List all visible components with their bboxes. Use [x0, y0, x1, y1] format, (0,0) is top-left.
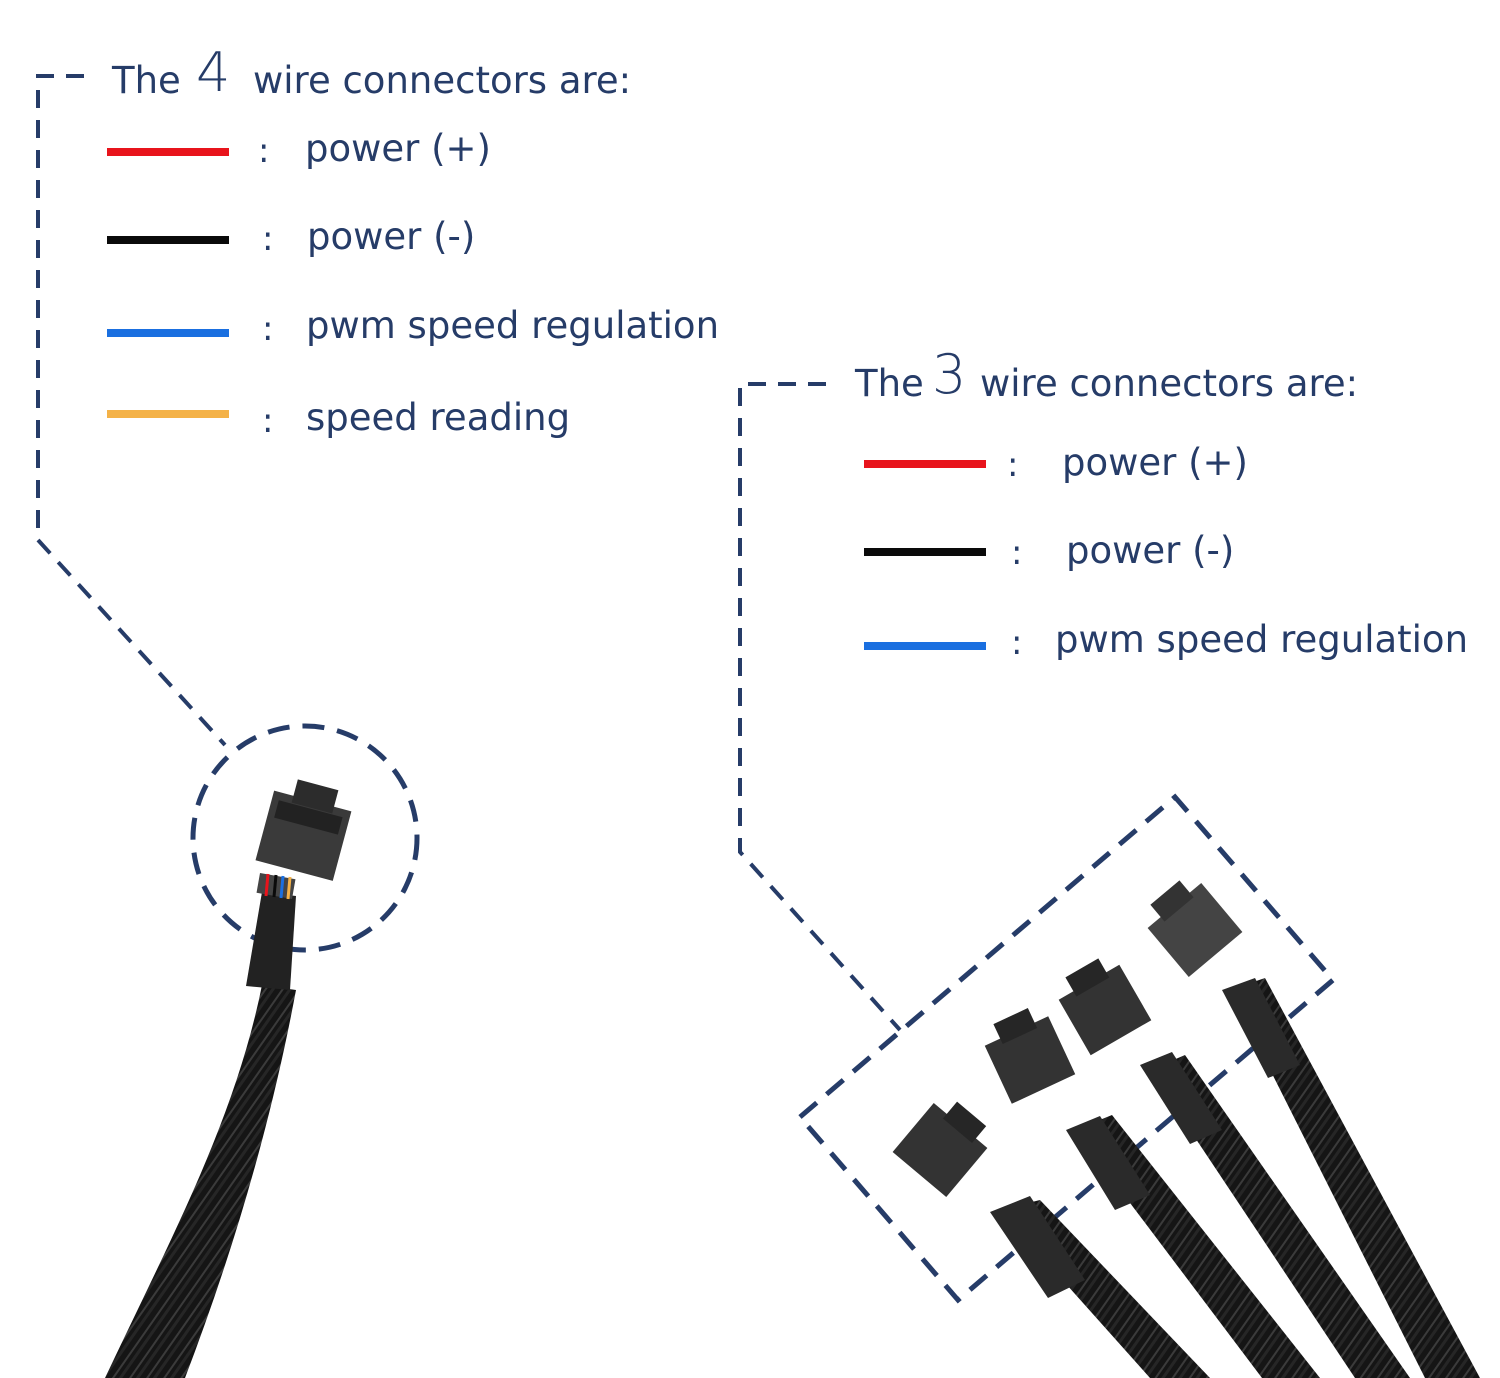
- three-wire-callout-box: [796, 793, 1337, 1304]
- four-wire-title-suffix: wire connectors are:: [253, 59, 632, 102]
- three-wire-callout-line: [738, 382, 902, 1032]
- four-wire-callout-line: [36, 74, 227, 747]
- red-wire-swatch: [107, 148, 229, 156]
- legend-separator: :: [262, 219, 274, 259]
- blue-wire-swatch: [864, 642, 986, 650]
- three-wire-title-suffix: wire connectors are:: [980, 362, 1359, 405]
- black-wire-swatch: [864, 548, 986, 556]
- legend-label-power-plus: power (+): [305, 127, 491, 170]
- legend-separator: :: [1011, 533, 1023, 573]
- legend-separator: :: [1011, 623, 1023, 663]
- three-wire-title-prefix: The: [855, 362, 924, 405]
- legend-separator: :: [1007, 445, 1019, 485]
- yellow-wire-swatch: [107, 410, 229, 418]
- three-wire-connector-2: [984, 1008, 1076, 1104]
- four-wire-connector: [255, 779, 352, 881]
- four-wire-cable: [105, 873, 296, 1378]
- legend-label-power-plus: power (+): [1062, 441, 1248, 484]
- three-wire-connector-3: [1058, 958, 1152, 1056]
- legend-label-power-minus: power (-): [307, 215, 476, 258]
- legend-label-power-minus: power (-): [1066, 529, 1235, 572]
- red-wire-swatch: [864, 460, 986, 468]
- four-wire-callout-circle: [190, 723, 420, 953]
- four-wire-title-prefix: The: [112, 59, 181, 102]
- legend-label-pwm: pwm speed regulation: [306, 304, 720, 347]
- three-wire-connector-1: [892, 1101, 988, 1198]
- legend-separator: :: [262, 401, 274, 441]
- three-wire-connector-4: [1147, 880, 1243, 978]
- legend-label-speed-reading: speed reading: [306, 396, 571, 439]
- three-wire-cables: [990, 978, 1480, 1378]
- three-wire-count: 3: [932, 343, 967, 406]
- four-wire-count: 4: [196, 41, 231, 104]
- blue-wire-swatch: [107, 329, 229, 337]
- legend-separator: :: [262, 309, 274, 349]
- legend-separator: :: [258, 131, 270, 171]
- legend-label-pwm: pwm speed regulation: [1055, 618, 1469, 661]
- black-wire-swatch: [107, 236, 229, 244]
